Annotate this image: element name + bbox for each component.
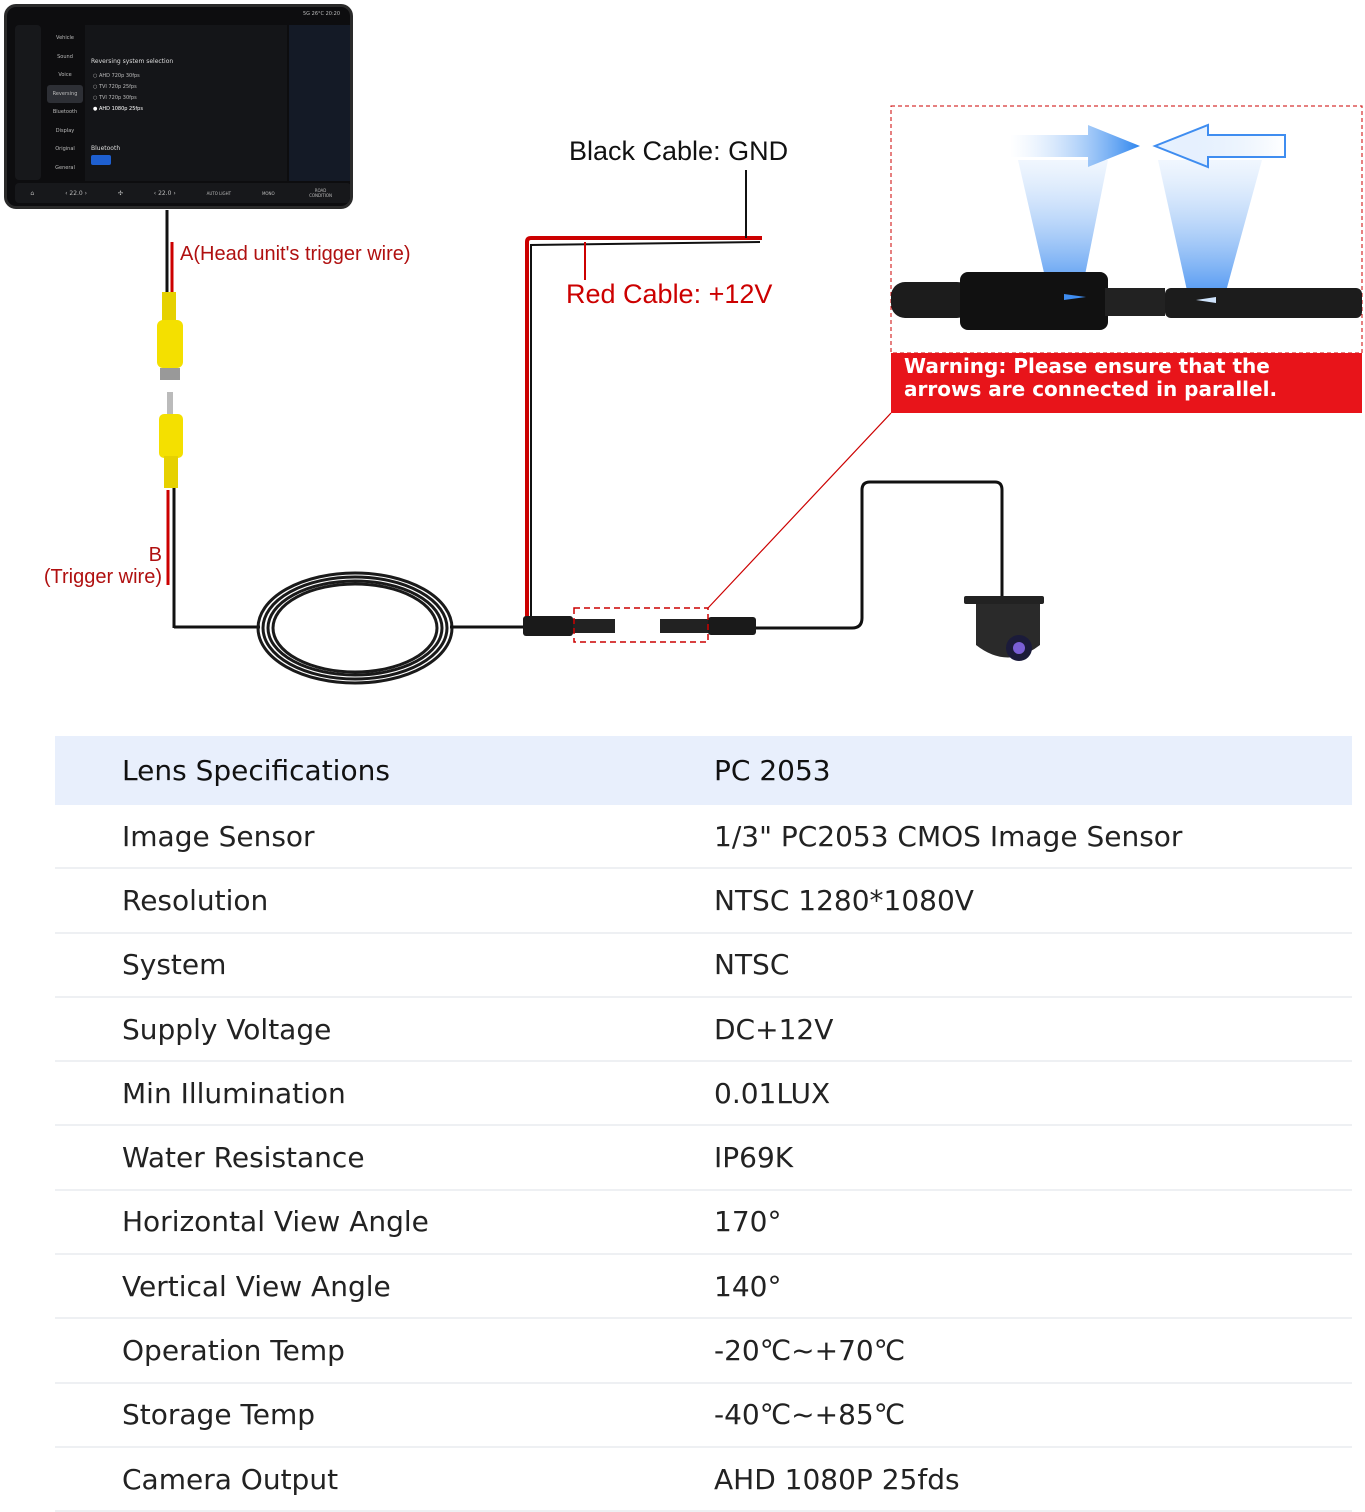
autolight-button[interactable]: AUTO LIGHT (206, 190, 232, 196)
spec-value: IP69K (714, 1141, 794, 1175)
option-radio-selected[interactable]: ● AHD 1080p 25fps (93, 106, 143, 112)
wiring-diagram (157, 105, 1363, 685)
spec-name: Horizontal View Angle (122, 1205, 429, 1239)
spec-value: 0.01LUX (714, 1076, 831, 1110)
table-row: Camera Output AHD 1080P 25fds (55, 1448, 1352, 1512)
option-radio[interactable]: ○ AHD 720p 30fps (93, 73, 140, 79)
bluetooth-toggle[interactable] (91, 155, 111, 165)
spec-value: DC+12V (714, 1012, 834, 1046)
spec-name: Supply Voltage (122, 1012, 332, 1046)
table-row: Image Sensor 1/3" PC2053 CMOS Image Senso… (55, 805, 1352, 870)
spec-name: Storage Temp (122, 1398, 316, 1432)
spec-value: NTSC 1280*1080V (714, 883, 974, 917)
table-row: Min Illumination 0.01LUX (55, 1062, 1352, 1127)
spec-value: -20℃~+70℃ (714, 1334, 906, 1368)
reversing-panel: Reversing system selection ○ AHD 720p 30… (85, 25, 287, 181)
head-unit-screen: 5G 26°C 20:20 Vehicle Sound Voice Revers… (4, 4, 353, 209)
bottom-bar: ⌂ ‹ 22.0 › ✣ ‹ 22.0 › AUTO LIGHT MONO RO… (15, 183, 350, 203)
spec-value: NTSC (714, 948, 790, 982)
option-radio[interactable]: ○ TVI 720p 25fps (93, 84, 137, 90)
arrow-left-icon (1152, 123, 1286, 169)
table-row: System NTSC (55, 934, 1352, 998)
table-row: Storage Temp -40℃~+85℃ (55, 1384, 1352, 1448)
panel-title: Reversing system selection (91, 58, 174, 65)
connector-closeup (891, 272, 1362, 330)
header-cell: PC 2053 (714, 754, 831, 787)
trigger-b-label: B(Trigger wire) (43, 544, 162, 588)
menu-item-general[interactable]: General (55, 164, 75, 171)
map-view (289, 25, 350, 181)
spec-value: 140° (714, 1269, 782, 1303)
black-cable-label: Black Cable: GND (569, 136, 789, 166)
menu-item-bluetooth[interactable]: Bluetooth (52, 109, 78, 115)
road-condition-button[interactable]: ROAD CONDITION (309, 188, 333, 198)
coiled-cable (256, 571, 454, 685)
spec-table: Lens Specifications PC 2053 Image Sensor… (55, 736, 1352, 1512)
spec-value: 170° (714, 1205, 782, 1239)
bluetooth-label: Bluetooth (91, 145, 121, 152)
red-cable-label: Red Cable: +12V (566, 279, 773, 309)
black-ground-wire (530, 241, 761, 620)
table-row: Supply Voltage DC+12V (55, 998, 1352, 1063)
option-radio[interactable]: ○ TVI 720p 30fps (93, 95, 137, 101)
camera-icon (964, 596, 1044, 661)
temp-right[interactable]: ‹ 22.0 › (153, 189, 176, 197)
table-row: Horizontal View Angle 170° (55, 1191, 1352, 1256)
red-power-wire (525, 236, 762, 620)
warning-banner: Warning: Please ensure that the arrows a… (891, 353, 1362, 413)
trigger-a-label: A(Head unit's trigger wire) (180, 243, 411, 265)
spec-name: System (122, 948, 227, 982)
spec-value: -40℃~+85℃ (714, 1398, 906, 1432)
spec-value: 1/3" PC2053 CMOS Image Sensor (714, 819, 1183, 853)
temp-left[interactable]: ‹ 22.0 › (65, 189, 88, 197)
status-bar: 5G 26°C 20:20 (303, 11, 340, 17)
menu-item-vehicle[interactable]: Vehicle (56, 35, 74, 41)
spec-name: Water Resistance (122, 1141, 365, 1175)
home-icon[interactable]: ⌂ (30, 189, 35, 197)
rca-male-connector-icon (159, 392, 183, 488)
connector-male-icon (523, 616, 615, 636)
menu-item-reversing[interactable]: Reversing (47, 84, 83, 103)
connection-highlight (573, 607, 709, 643)
mono-button[interactable]: MONO (261, 190, 275, 196)
menu-item-original[interactable]: Original (55, 146, 75, 152)
spec-name: Min Illumination (122, 1076, 346, 1110)
table-row: Water Resistance IP69K (55, 1126, 1352, 1191)
spec-name: Camera Output (122, 1462, 339, 1496)
arrow-right-icon (1010, 125, 1140, 167)
settings-menu: Vehicle Sound Voice Reversing Bluetooth … (47, 29, 83, 181)
spec-name: Operation Temp (122, 1334, 345, 1368)
table-header: Lens Specifications PC 2053 (55, 736, 1352, 805)
rca-female-connector-icon (157, 292, 183, 380)
header-cell: Lens Specifications (122, 754, 390, 787)
menu-item-sound[interactable]: Sound (57, 53, 73, 60)
menu-item-display[interactable]: Display (55, 127, 75, 134)
table-row: Vertical View Angle 140° (55, 1255, 1352, 1320)
connector-female-icon (660, 617, 756, 635)
spec-name: Image Sensor (122, 819, 315, 853)
nav-sidebar (15, 25, 41, 180)
table-row: Resolution NTSC 1280*1080V (55, 869, 1352, 934)
spec-value: AHD 1080P 25fds (714, 1462, 960, 1496)
table-row: Operation Temp -20℃~+70℃ (55, 1319, 1352, 1384)
menu-item-voice[interactable]: Voice (58, 72, 72, 78)
fan-icon[interactable]: ✣ (117, 189, 123, 197)
spec-name: Vertical View Angle (122, 1269, 391, 1303)
spec-name: Resolution (122, 883, 269, 917)
